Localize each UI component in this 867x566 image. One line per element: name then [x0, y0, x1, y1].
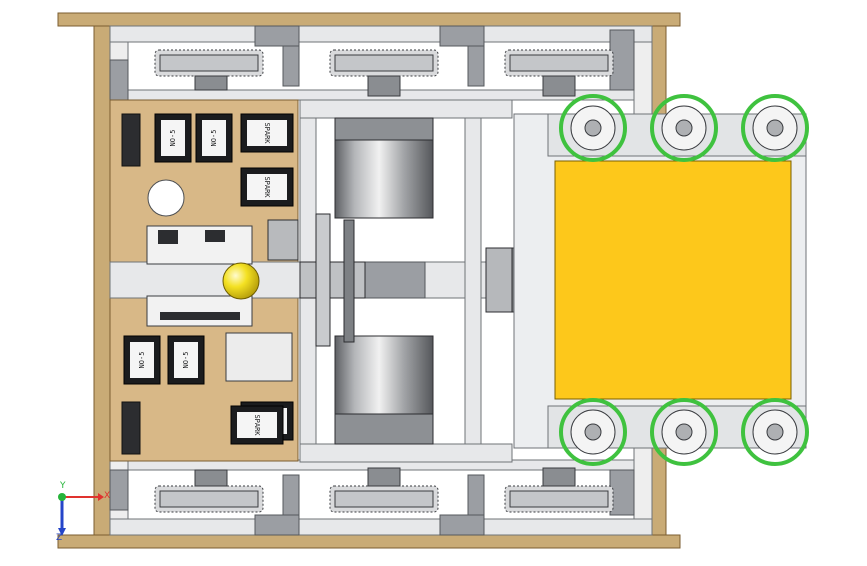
- motor-controller: SPARK: [240, 167, 294, 207]
- connector-left-bottom: [121, 401, 141, 455]
- omni-wheel: [559, 94, 627, 162]
- omni-wheel: [650, 398, 718, 466]
- axis-label-y: Y: [59, 481, 66, 491]
- yellow-panel: [554, 160, 792, 400]
- battery-box: [225, 332, 293, 382]
- motor-controller: NO-5: [167, 335, 205, 385]
- connector-left-top: [121, 113, 141, 167]
- motor-controller-label: SPARK: [253, 414, 261, 436]
- gusset-brackets: [109, 25, 635, 536]
- motor-controller: SPARK: [230, 405, 284, 445]
- omni-wheel: [741, 94, 809, 162]
- frame-rail-top: [109, 25, 653, 43]
- motor-lower: [334, 335, 434, 445]
- omni-wheels: [559, 94, 809, 466]
- coordinate-axes-icon: X Y Z: [56, 481, 110, 543]
- omni-wheel: [741, 398, 809, 466]
- motor-controller-label: NO-5: [182, 352, 190, 369]
- omni-wheel: [559, 398, 627, 466]
- motor-controller: NO-5: [154, 113, 192, 163]
- motor-controller-label: NO-5: [138, 352, 146, 369]
- gear-top-2: [329, 49, 439, 97]
- gear-top-1: [154, 49, 264, 91]
- round-disc: [147, 179, 185, 217]
- motor-controller: NO-5: [195, 113, 233, 163]
- center-frame-top: [299, 99, 513, 119]
- motor-upper: [334, 117, 434, 219]
- gear-bottom-2: [329, 467, 439, 513]
- omni-wheel: [650, 94, 718, 162]
- wood-rail-top: [57, 12, 681, 27]
- yellow-ball: [222, 262, 260, 300]
- gear-row-bottom: [154, 467, 614, 513]
- motor-controller-label: SPARK: [263, 176, 271, 198]
- motor-controller-label: NO-5: [210, 130, 218, 147]
- gear-top-3: [504, 49, 614, 97]
- motor-controller: SPARK: [240, 113, 294, 153]
- motor-controller: NO-5: [123, 335, 161, 385]
- motor-controller-label: SPARK: [263, 122, 271, 144]
- crossbar-bracket: [364, 261, 426, 299]
- frame-rail-bottom: [109, 518, 653, 536]
- gear-row-top: [154, 49, 614, 97]
- axis-label-z: Z: [56, 533, 62, 543]
- gear-bottom-3: [504, 467, 614, 513]
- small-motor: [267, 219, 299, 261]
- gear-bottom-1: [154, 469, 264, 513]
- wood-rail-left: [93, 25, 111, 536]
- wood-rail-bottom: [57, 534, 681, 549]
- center-frame-right: [464, 99, 482, 463]
- controller-board: [146, 225, 253, 327]
- motor-controller-label: NO-5: [169, 130, 177, 147]
- center-frame-bottom: [299, 443, 513, 463]
- axis-label-x: X: [104, 491, 110, 501]
- gearbox: [299, 213, 366, 347]
